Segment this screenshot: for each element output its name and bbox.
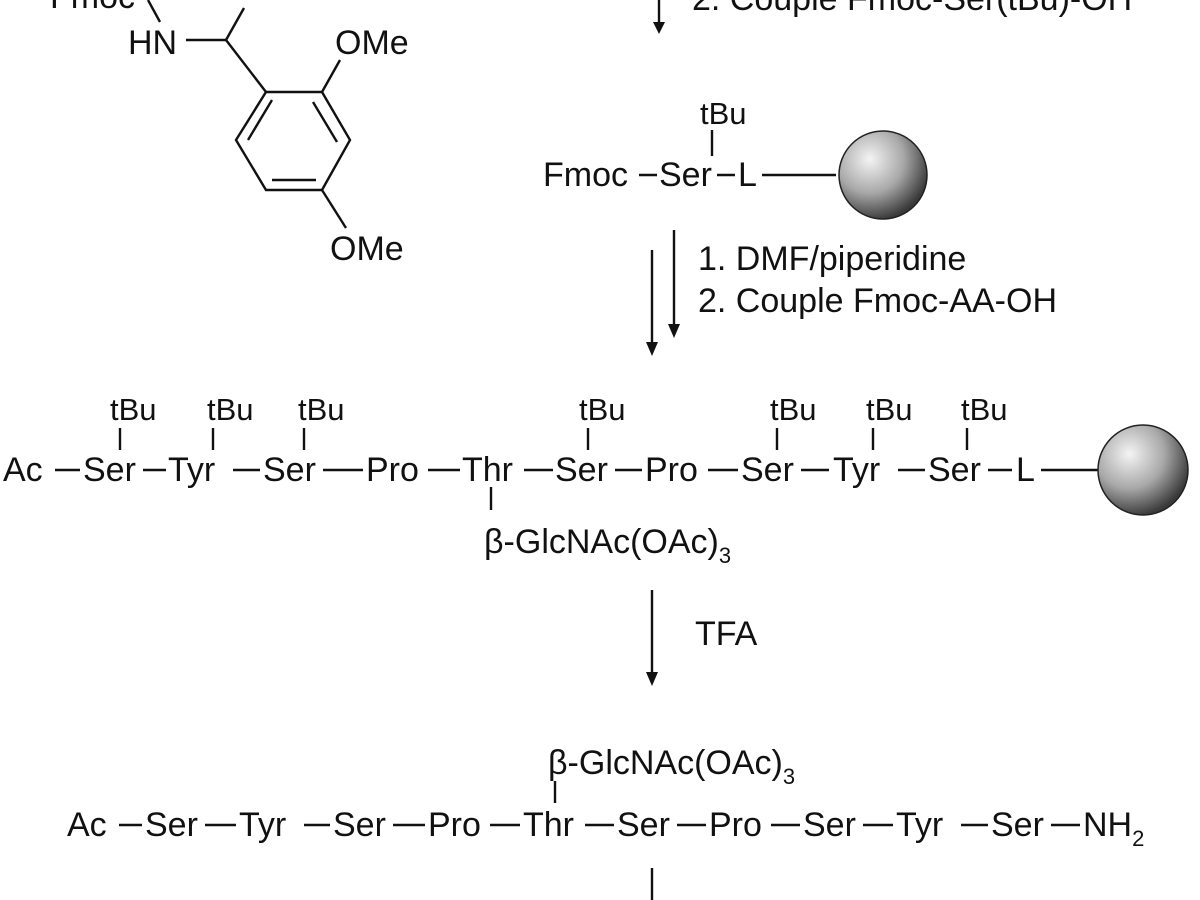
residue-label: Thr [462, 451, 513, 489]
residue-label: Ser [263, 451, 316, 489]
tbu-label: tBu [866, 392, 913, 427]
final-residue: Ser [803, 806, 856, 844]
arrow-head [646, 342, 658, 356]
top-reagent-label: 2. Couple Fmoc-Ser(tBu)-OH [692, 0, 1132, 18]
final-residue: Pro [709, 806, 762, 844]
resin-bead [838, 130, 928, 220]
resin-fmoc-label: Fmoc [543, 156, 628, 194]
glycan-label: β-GlcNAc(OAc)3 [484, 523, 731, 568]
linker-bond [146, 0, 162, 23]
resin-linker-label: L [738, 156, 757, 194]
top-arrow-head [653, 22, 665, 34]
residue-label: Tyr [833, 451, 880, 489]
final-residue: Ser [617, 806, 670, 844]
benzene-ring [234, 90, 352, 192]
linker-bond [225, 39, 267, 93]
arrow-head [668, 324, 680, 338]
linker-amine-label: HN [128, 24, 177, 62]
final-residue: Tyr [896, 806, 943, 844]
residue-label: Pro [645, 451, 698, 489]
tbu-label: tBu [770, 392, 817, 427]
residue-label: Tyr [168, 451, 215, 489]
final-cterm: NH2 [1083, 806, 1144, 851]
linker-bond [224, 7, 246, 41]
protected-peptide: Ac Ser Tyr Ser Pro Thr Ser Pro Ser Tyr S… [3, 392, 1189, 568]
methoxy-upper-label: OMe [335, 24, 409, 62]
methoxy-bond [320, 59, 342, 93]
final-residue: Ser [333, 806, 386, 844]
tbu-label: tBu [298, 392, 345, 427]
cleavage-arrow-head [646, 672, 658, 686]
final-peptide: β-GlcNAc(OAc)3 Ac Ser Tyr Ser Pro Thr Se… [67, 744, 1144, 851]
residue-label: Ser [928, 451, 981, 489]
final-residue: Ser [991, 806, 1044, 844]
final-glycan-label: β-GlcNAc(OAc)3 [548, 744, 795, 789]
final-residue: Ser [145, 806, 198, 844]
ring-double-bond [246, 99, 274, 141]
ring-double-bond [311, 101, 339, 143]
cleavage-reagent: TFA [695, 615, 758, 653]
linker-fmoc-partial: Fmoc [50, 0, 135, 16]
residue-label: Ser [555, 451, 608, 489]
resin-intermediate: tBu Fmoc Ser L [543, 96, 928, 220]
peptide-linker: L [1016, 451, 1035, 489]
final-residue: Thr [523, 806, 574, 844]
peptide-ncap: Ac [3, 451, 43, 489]
residue-label: Pro [366, 451, 419, 489]
linker-structure: Fmoc HN OMe OMe [50, 0, 409, 268]
tbu-label: tBu [579, 392, 626, 427]
resin-ser-label: Ser [659, 156, 712, 194]
tbu-label: tBu [110, 392, 157, 427]
spps-step-1: 1. DMF/piperidine [698, 240, 966, 278]
tbu-label: tBu [961, 392, 1008, 427]
tbu-label: tBu [207, 392, 254, 427]
resin-tbu-label: tBu [700, 96, 747, 131]
spps-step-2: 2. Couple Fmoc-AA-OH [698, 282, 1057, 320]
methoxy-lower-label: OMe [330, 230, 404, 268]
residue-label: Ser [83, 451, 136, 489]
resin-bead [1097, 424, 1189, 516]
spps-arrows [646, 230, 680, 356]
final-residue: Tyr [239, 806, 286, 844]
final-ncap: Ac [67, 806, 107, 844]
methoxy-bond [320, 189, 348, 229]
residue-label: Ser [741, 451, 794, 489]
final-residue: Pro [428, 806, 481, 844]
